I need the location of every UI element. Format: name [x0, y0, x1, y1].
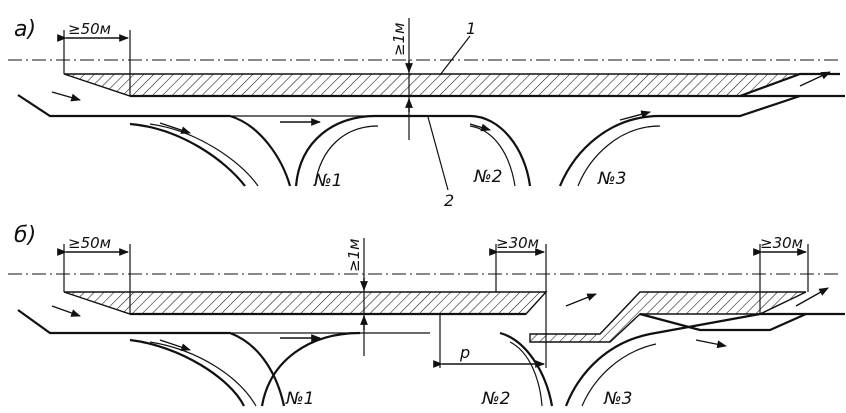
panel-a-label: а)	[14, 17, 36, 42]
panel-b-exit-2-right	[499, 331, 554, 407]
panel-b-exit-1-lane	[149, 341, 257, 407]
panel-b-exit-3-label: №3	[603, 389, 633, 409]
panel-b-exit-3-lane	[581, 343, 657, 407]
panel-b-island-1	[63, 291, 548, 315]
panel-a-exit-2-inner-right	[469, 125, 516, 187]
panel-b-flow-arrow-2	[159, 339, 191, 351]
panel-b-exit-2-label: №2	[481, 389, 511, 409]
panel-a-callout-1-leader	[439, 35, 471, 76]
panel-a-exit-2-label: №2	[473, 167, 503, 187]
panel-a-exit-2-loop	[294, 114, 532, 187]
panel-a-exit-1-inner	[129, 122, 246, 187]
panel-b-exit-1-inner	[129, 338, 245, 407]
panel-a-road-edge-left	[17, 94, 292, 187]
panel-a-exit-2-inner-left	[314, 125, 379, 187]
panel-b-dim-taper-1-label: ≥30м	[496, 234, 539, 252]
panel-b-flow-arrow-1	[51, 305, 81, 317]
panel-a-flow-arrow-2	[159, 122, 191, 134]
panel-a-exit-3-label: №3	[597, 169, 627, 189]
panel-b-road-edge-left	[17, 309, 286, 407]
panel-b-flow-arrow-6	[695, 339, 727, 349]
panel-b: б) ≥50м	[8, 223, 845, 409]
panel-a-exit-1-label: №1	[313, 171, 343, 191]
panel-a-exit-1-lane	[149, 123, 259, 187]
panel-a-flow-arrow-5	[619, 110, 651, 121]
panel-a-callout-2-leader	[427, 116, 449, 191]
panel-b-dim-gap-label: ≥1м	[345, 239, 363, 272]
panel-a-flow-arrow-4	[469, 123, 491, 132]
panel-b-exit-3-edge	[564, 312, 761, 407]
panel-b-exit-2-left	[260, 331, 361, 407]
panel-a-exit-3-lane	[577, 125, 661, 187]
panel-a-island-1	[63, 73, 801, 97]
panel-a-flow-arrow-1	[51, 91, 81, 102]
panel-b-dim-taper-2-label: ≥30м	[760, 234, 803, 252]
panel-a-flow-arrow-6	[799, 71, 831, 87]
panel-b-flow-arrow-4	[565, 293, 597, 307]
panel-a-dim-accel-label: ≥50м	[68, 20, 111, 38]
panel-b-exit-2-lane	[509, 341, 543, 407]
panel-b-dim-p-label: р	[459, 343, 470, 362]
panel-a-island-edge	[130, 72, 840, 98]
panel-b-label: б)	[14, 223, 36, 248]
panel-a-exit-3-edge	[558, 94, 801, 187]
panel-a: а) ≥50м ≥1м	[8, 17, 845, 210]
panel-a-dim-gap-label: ≥1м	[390, 23, 408, 56]
panel-a-callout-2: 2	[444, 191, 454, 210]
panel-a-callout-1: 1	[466, 19, 476, 38]
panel-b-exit-3-merge	[639, 312, 807, 332]
panel-b-exit-1-label: №1	[285, 389, 315, 409]
panel-b-flow-arrow-5	[795, 287, 829, 307]
panel-b-dim-accel-label: ≥50м	[68, 234, 111, 252]
panel-b-island-2	[529, 291, 807, 343]
